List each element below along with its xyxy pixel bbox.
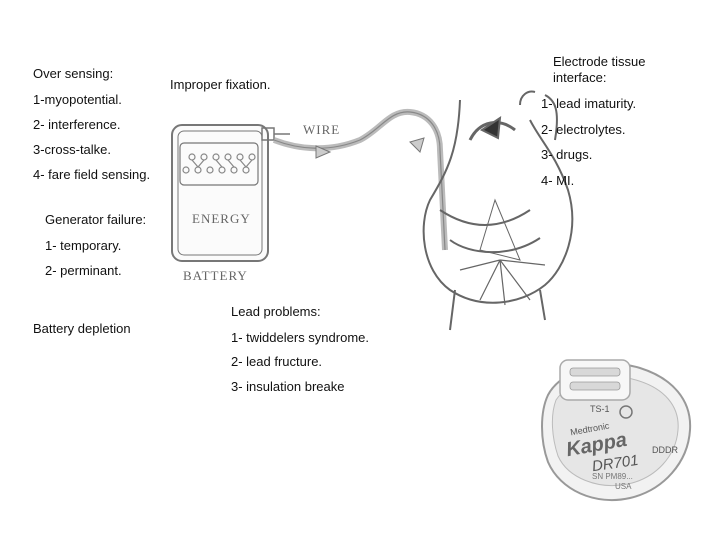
electrode-interface-item-2: 2- electrolytes.: [541, 122, 626, 137]
device-code-label: TS-1: [590, 404, 610, 414]
kappa-pacemaker-device: [541, 359, 692, 502]
over-sensing-item-1: 1-myopotential.: [33, 92, 122, 107]
battery-label: BATTERY: [183, 268, 248, 283]
lead-problems-item-2: 2- lead fructure.: [231, 354, 323, 369]
over-sensing-item-2: 2- interference.: [33, 117, 121, 132]
electrode-interface-item-4: 4- MI.: [541, 173, 575, 188]
lead-problems-heading: Lead problems:: [231, 304, 321, 319]
lead-problems-item-1: 1- twiddelers syndrome.: [231, 330, 369, 345]
over-sensing-item-3: 3-cross-talke.: [33, 142, 112, 157]
over-sensing-heading: Over sensing:: [33, 66, 114, 81]
generator-failure-item-2: 2- perminant.: [45, 263, 122, 278]
electrode-interface-heading-line1: Electrode tissue: [553, 54, 646, 69]
heart-drawing: [422, 90, 574, 331]
lead-wire: [272, 108, 448, 251]
lead-problems-item-3: 3- insulation breake: [231, 379, 345, 394]
generator-failure-heading: Generator failure:: [45, 212, 147, 227]
device-sub-label: SN PM89...: [592, 472, 633, 481]
energy-label: ENERGY: [192, 211, 251, 226]
improper-fixation-label: Improper fixation.: [170, 77, 271, 92]
over-sensing-item-4: 4- fare field sensing.: [33, 167, 151, 182]
electrode-interface-item-1: 1- lead imaturity.: [541, 96, 637, 111]
battery-depletion-label: Battery depletion: [33, 321, 131, 336]
device-mode-label: DDDR: [652, 445, 678, 455]
battery-cells: [182, 153, 256, 174]
generator-drawing: [171, 124, 290, 262]
electrode-interface-heading-line2: interface:: [553, 70, 607, 85]
device-bottom-label: USA: [615, 482, 632, 491]
generator-failure-item-1: 1- temporary.: [45, 238, 122, 253]
electrode-interface-item-3: 3- drugs.: [541, 147, 593, 162]
wire-label: WIRE: [303, 122, 341, 137]
